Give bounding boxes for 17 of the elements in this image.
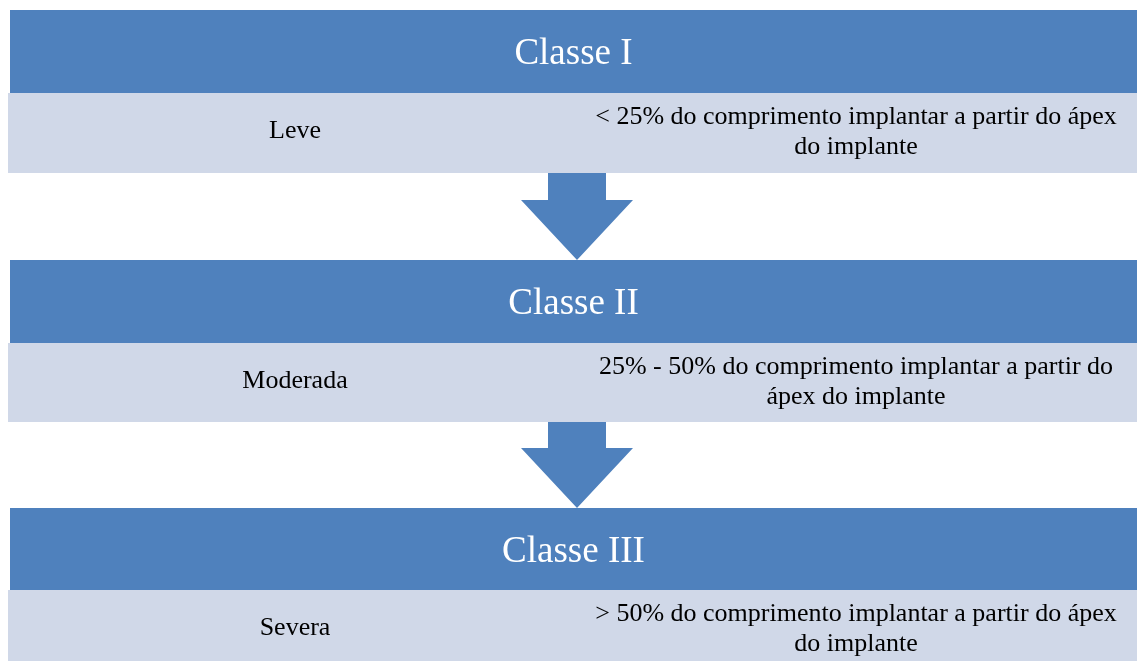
severity-label: Leve	[268, 115, 322, 145]
class-header-band	[10, 260, 1137, 343]
description-text: < 25% do comprimento implantar a partir do ápex do implante	[594, 101, 1118, 161]
severity-label: Severa	[258, 612, 332, 642]
class-header-band	[10, 508, 1137, 590]
description-band	[8, 590, 1137, 661]
description-band	[8, 93, 1137, 173]
description-text: 25% - 50% do comprimento implantar a partir do ápex do implante	[597, 351, 1115, 411]
class-title: Classe II	[508, 283, 639, 320]
class-title: Classe III	[502, 530, 645, 568]
block-arrow	[521, 422, 633, 508]
description-band	[8, 343, 1137, 422]
class-title: Classe I	[514, 33, 633, 70]
severity-label: Moderada	[241, 365, 349, 395]
description-text: > 50% do comprimento implantar a partir do ápex do implante	[594, 598, 1118, 658]
block-arrow	[521, 173, 633, 260]
class-header-band	[10, 10, 1137, 93]
